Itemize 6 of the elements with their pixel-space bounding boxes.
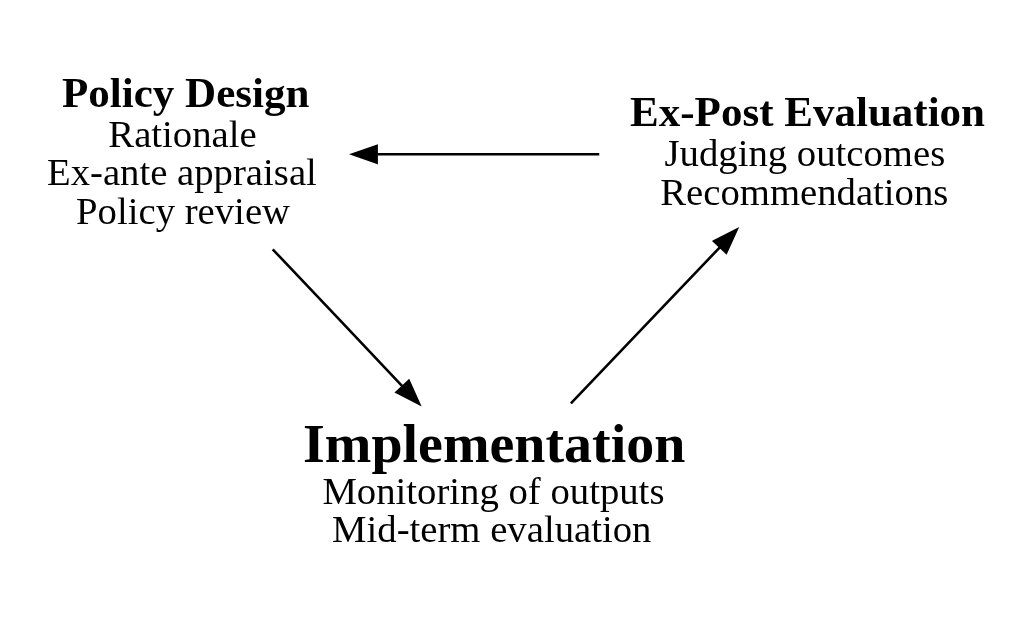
arrow: [271, 247, 422, 407]
node-text: Implementation Monitoring of outputs Mid-term evaluation: [303, 411, 686, 550]
node-text: Policy Design Rationale Ex-ante appraisal Policy review: [47, 68, 317, 232]
arrow: [569, 226, 740, 404]
node-text: Ex-Post Evaluation Judging outcomes Recommendations: [630, 87, 986, 213]
arrow: [349, 143, 600, 164]
